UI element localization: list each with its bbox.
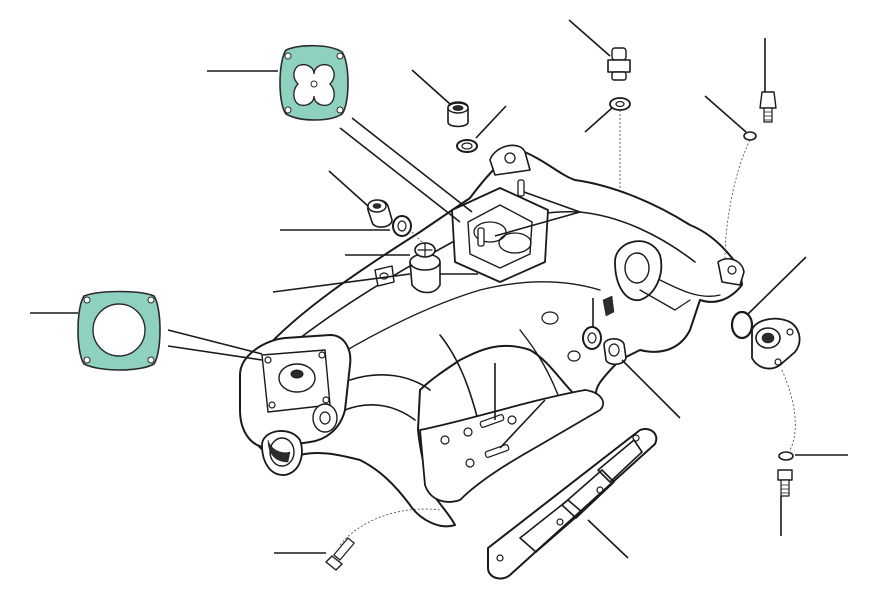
manifold-studs[interactable] [479, 414, 510, 458]
o-ring[interactable] [730, 310, 754, 340]
assembly-guide-lines [339, 110, 796, 546]
setscrew-bottom[interactable] [325, 537, 355, 571]
leader-lines [30, 19, 848, 559]
blanking-plug[interactable] [447, 101, 469, 128]
spring-washer[interactable] [743, 131, 757, 141]
setscrew[interactable] [777, 469, 793, 497]
carburettor-gasket[interactable] [279, 44, 349, 121]
sealing-washer-right[interactable] [582, 326, 602, 350]
water-outlet-elbow[interactable] [751, 317, 801, 370]
plug-washer-left[interactable] [392, 215, 412, 237]
sealing-washer[interactable] [609, 97, 631, 111]
union-adaptor-top[interactable] [607, 47, 631, 81]
union-adaptor[interactable] [374, 265, 395, 287]
carburettor-studs[interactable] [477, 179, 525, 247]
manifold-to-head-gasket[interactable] [487, 428, 658, 580]
thermostat-gasket[interactable] [77, 290, 161, 371]
bolt[interactable] [759, 91, 777, 123]
spring-washer-lower[interactable] [778, 451, 794, 461]
blanking-plug-right[interactable] [603, 338, 627, 366]
plug-washer[interactable] [456, 139, 478, 153]
inlet-manifold[interactable] [239, 144, 745, 528]
drain-plug[interactable] [367, 199, 393, 228]
heater-union[interactable] [409, 242, 441, 294]
